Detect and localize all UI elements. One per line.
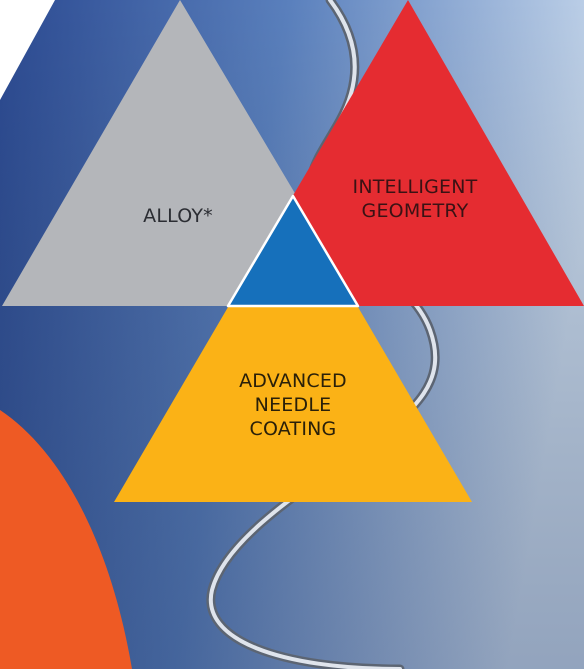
geometry-label-line-1: INTELLIGENT: [352, 176, 478, 198]
triangle-geometry: [228, 0, 584, 306]
triangle-center: [226, 194, 360, 308]
triangle-coating: [114, 196, 472, 502]
coating-label: ADVANCED NEEDLE COATING: [213, 369, 373, 441]
coating-label-line-3: COATING: [249, 418, 337, 440]
white-corner: [0, 0, 55, 100]
coating-label-line-2: NEEDLE: [254, 394, 332, 416]
alloy-label-line: ALLOY*: [143, 205, 213, 227]
orange-shape: [0, 410, 132, 669]
geometry-label-line-2: GEOMETRY: [361, 200, 469, 222]
alloy-label: ALLOY*: [118, 204, 238, 228]
geometry-label: INTELLIGENT GEOMETRY: [330, 175, 500, 223]
coating-label-line-1: ADVANCED: [239, 370, 347, 392]
